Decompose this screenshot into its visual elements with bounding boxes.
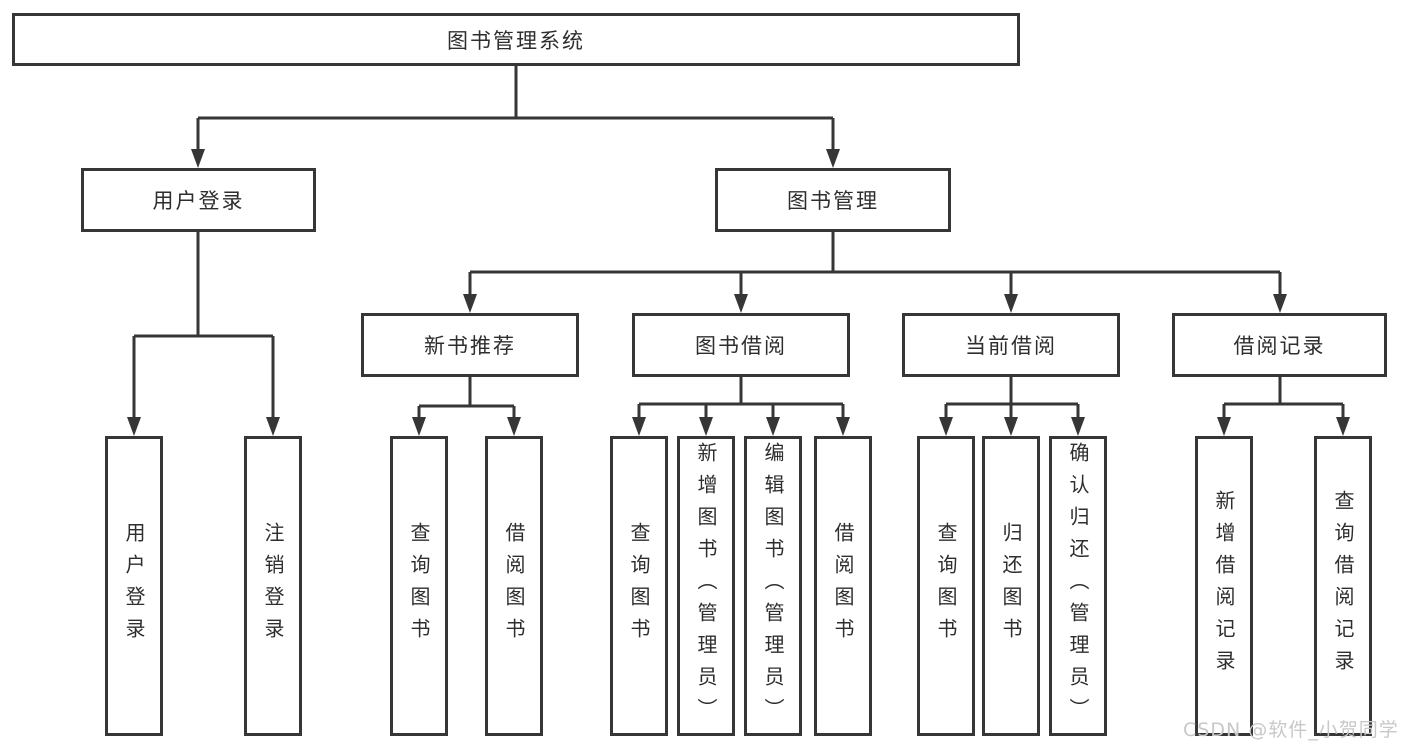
leaf-recommend-query-book: 查询图书 [390, 436, 448, 736]
leaf-user-login-label: 用户登录 [122, 522, 146, 650]
node-borrow-records: 借阅记录 [1172, 313, 1387, 377]
leaf-confirm-return-admin-label: 确认归还（管理员） [1066, 442, 1090, 730]
node-book-management: 图书管理 [715, 168, 951, 232]
node-library-management-system: 图书管理系统 [12, 13, 1020, 66]
leaf-add-book-admin-label: 新增图书（管理员） [694, 442, 718, 730]
leaf-add-borrow-record: 新增借阅记录 [1195, 436, 1253, 736]
leaf-current-query-book: 查询图书 [917, 436, 975, 736]
leaf-query-borrow-record-label: 查询借阅记录 [1331, 490, 1355, 682]
leaf-borrow-query-book: 查询图书 [610, 436, 668, 736]
leaf-edit-book-admin: 编辑图书（管理员） [744, 436, 802, 736]
leaf-confirm-return-admin: 确认归还（管理员） [1049, 436, 1107, 736]
leaf-add-book-admin: 新增图书（管理员） [677, 436, 735, 736]
node-book-borrow-label: 图书借阅 [695, 334, 787, 358]
node-book-management-label: 图书管理 [787, 189, 879, 213]
leaf-borrow-query-book-label: 查询图书 [627, 522, 651, 650]
node-borrow-records-label: 借阅记录 [1233, 334, 1326, 358]
node-book-borrow: 图书借阅 [632, 313, 850, 377]
leaf-current-query-book-label: 查询图书 [934, 522, 958, 650]
node-current-borrow: 当前借阅 [902, 313, 1120, 377]
node-new-book-recommend: 新书推荐 [361, 313, 579, 377]
leaf-logout-login-label: 注销登录 [261, 522, 285, 650]
node-library-management-system-label: 图书管理系统 [447, 28, 585, 53]
leaf-return-book: 归还图书 [982, 436, 1040, 736]
leaf-edit-book-admin-label: 编辑图书（管理员） [761, 442, 785, 730]
arrowhead-icons [127, 149, 1350, 436]
leaf-recommend-borrow-book-label: 借阅图书 [502, 522, 526, 650]
leaf-borrow-book: 借阅图书 [814, 436, 872, 736]
node-user-login-label: 用户登录 [152, 189, 245, 213]
node-user-login: 用户登录 [81, 168, 316, 232]
leaf-return-book-label: 归还图书 [999, 522, 1023, 650]
leaf-recommend-query-book-label: 查询图书 [407, 522, 431, 650]
node-current-borrow-label: 当前借阅 [965, 334, 1057, 358]
csdn-watermark: CSDN @软件_小贺同学 [1183, 719, 1399, 741]
leaf-logout-login: 注销登录 [244, 436, 302, 736]
leaf-borrow-book-label: 借阅图书 [831, 522, 855, 650]
leaf-add-borrow-record-label: 新增借阅记录 [1212, 490, 1236, 682]
leaf-user-login: 用户登录 [105, 436, 163, 736]
leaf-recommend-borrow-book: 借阅图书 [485, 436, 543, 736]
node-new-book-recommend-label: 新书推荐 [424, 334, 516, 358]
leaf-query-borrow-record: 查询借阅记录 [1314, 436, 1372, 736]
